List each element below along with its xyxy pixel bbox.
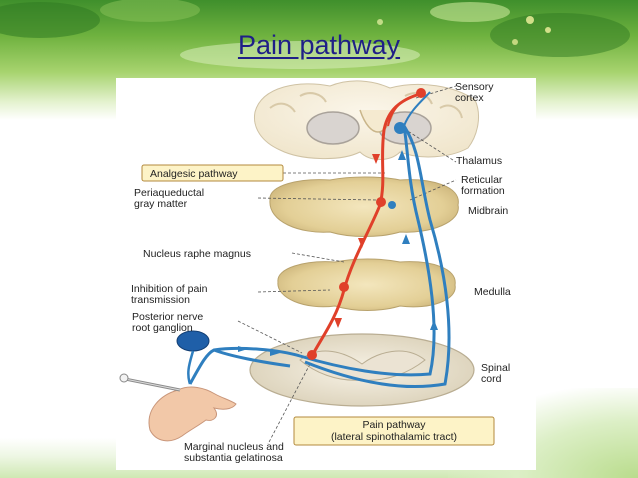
arrow-icon	[430, 320, 438, 330]
arrow-icon	[238, 346, 248, 352]
synapse-nodes	[307, 88, 426, 360]
page-title: Pain pathway	[237, 30, 401, 60]
synapse-node	[339, 282, 349, 292]
arrow-icon	[358, 238, 366, 248]
analgesic-label-box	[141, 164, 284, 182]
midbrain-section	[269, 176, 459, 237]
label-pain-pathway: Pain pathway(lateral spinothalamic tract…	[331, 419, 457, 443]
pain-pathway-lines	[188, 91, 451, 389]
posterior-root-ganglion	[176, 330, 210, 352]
analgesic-pathway-arrows	[334, 154, 380, 328]
synapse-node	[376, 197, 386, 207]
synapse-node	[394, 122, 406, 134]
label-thalamus: Thalamus	[456, 155, 502, 167]
synapse-node	[416, 88, 426, 98]
arrow-icon	[398, 150, 406, 160]
arrow-icon	[270, 350, 280, 356]
leaf-decoration	[0, 0, 630, 69]
medulla-section	[277, 258, 456, 311]
pain-pathway-arrows	[238, 150, 438, 356]
arrow-icon	[334, 318, 342, 328]
synapse-node	[388, 201, 396, 209]
label-medulla: Medulla	[474, 286, 511, 298]
synapse-node	[307, 350, 317, 360]
cortex-section	[253, 80, 479, 160]
arrow-icon	[402, 234, 410, 244]
arrow-icon	[372, 154, 380, 164]
label-analgesic-pathway: Analgesic pathway	[150, 168, 238, 180]
pain-pathway-label-box	[293, 416, 495, 446]
label-midbrain: Midbrain	[468, 205, 508, 217]
label-nucleus-raphe: Nucleus raphe magnus	[143, 248, 251, 260]
leader-lines	[237, 85, 457, 445]
ganglion-stalk	[187, 350, 195, 385]
hand-illustration	[119, 373, 237, 442]
